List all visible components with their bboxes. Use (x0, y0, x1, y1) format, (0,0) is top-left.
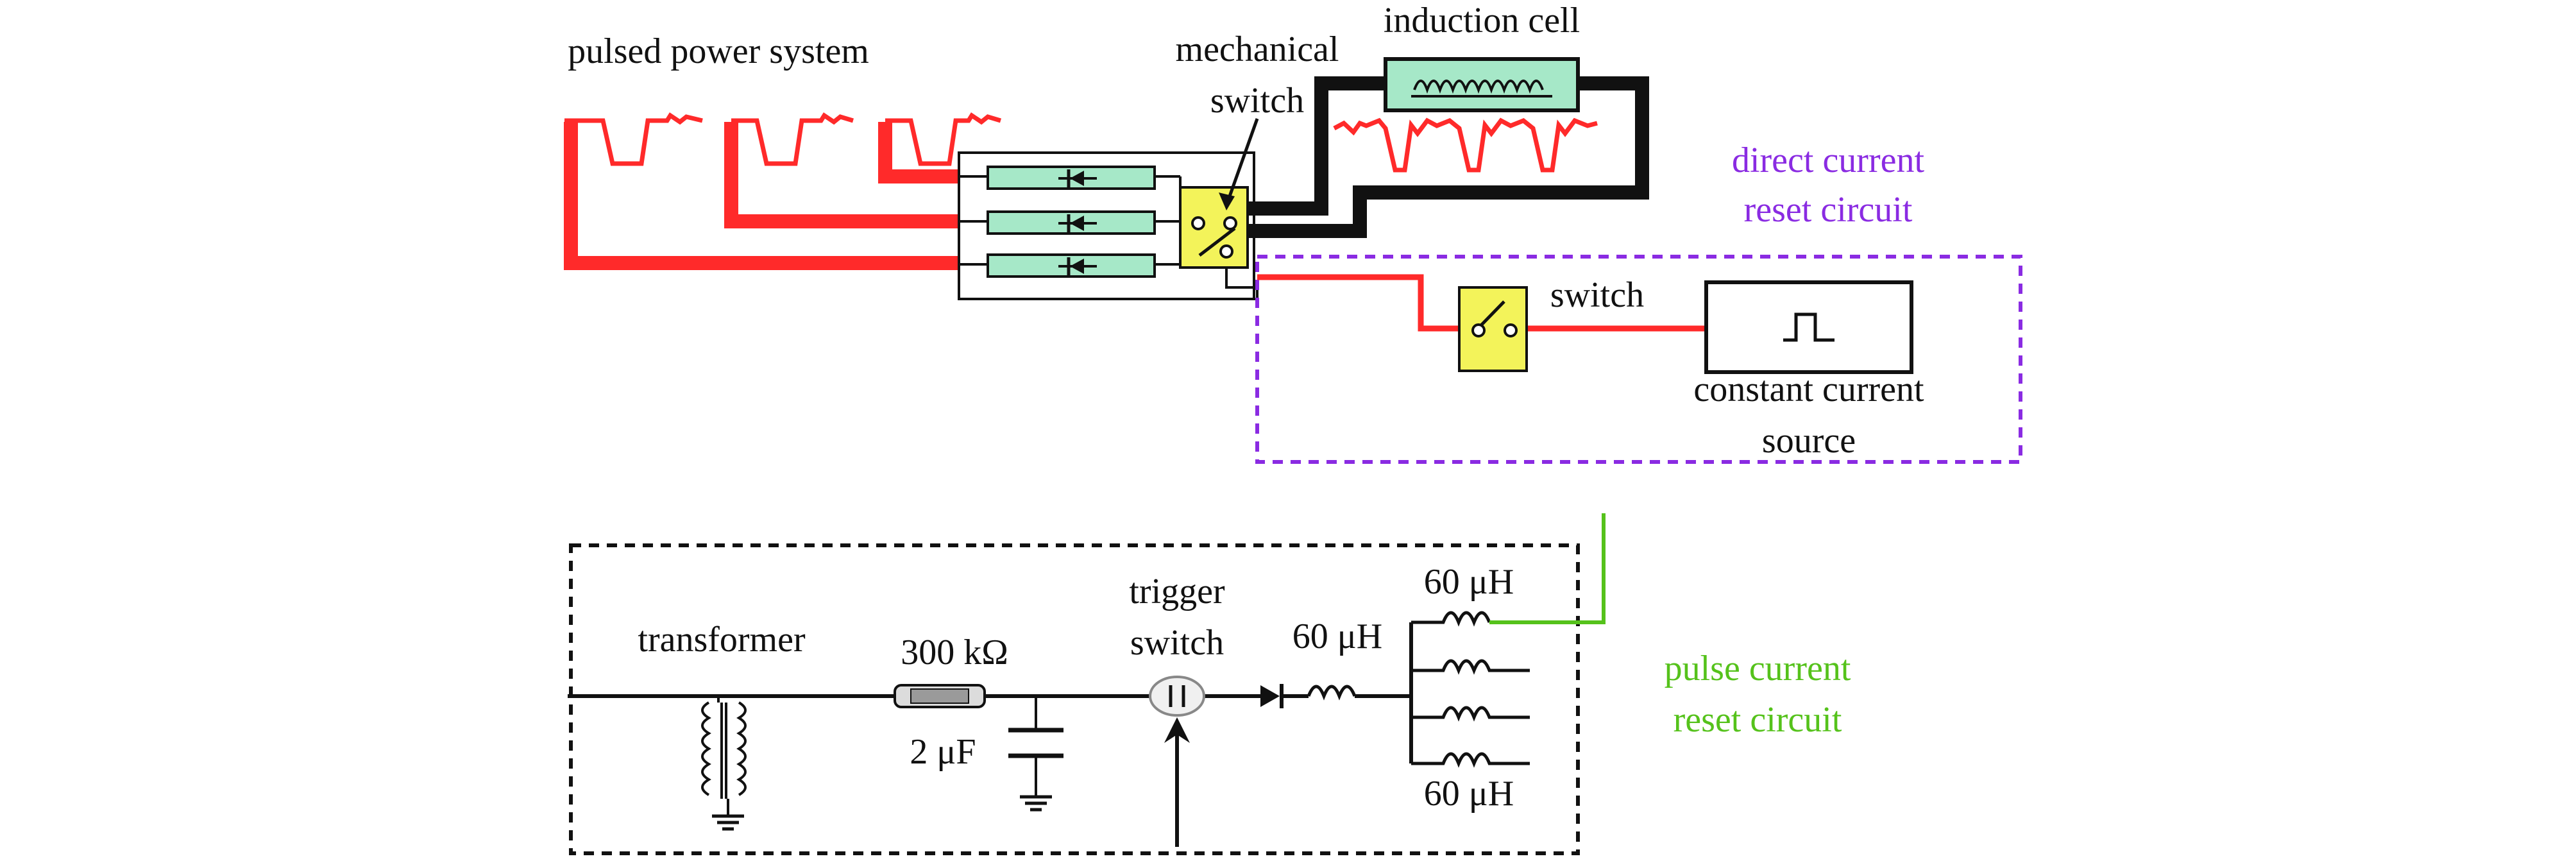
capacitor-label: 2 μF (910, 732, 976, 772)
diode-switch-box: mechanical switch (958, 30, 1339, 300)
main-loop-outer (1248, 76, 1385, 216)
transformer-icon (701, 696, 747, 815)
constant-current-source (1704, 280, 1913, 374)
dc-switch (1458, 286, 1528, 372)
dc-wire-left (1257, 274, 1459, 332)
transformer-label: transformer (638, 620, 806, 660)
pulse-waveform-3 (885, 112, 1002, 166)
pulse-reset-label-1: pulse current (1665, 649, 1851, 688)
constant-current-label-2: source (1762, 421, 1856, 461)
inductor-icon (1411, 80, 1552, 98)
inductor-series-label: 60 μH (1292, 617, 1382, 656)
pulse-waveform-1 (564, 112, 703, 166)
pulsed-power-system-label: pulsed power system (568, 31, 869, 71)
switch-icon (1471, 300, 1518, 337)
pulse-waveform-2 (731, 112, 854, 166)
pulse-wire-3 (878, 122, 959, 183)
diode-rail-3 (959, 253, 1180, 278)
constant-current-label-1: constant current (1693, 370, 1924, 409)
trigger-switch-icon (1149, 676, 1205, 847)
switch-dc-tap (1225, 268, 1258, 300)
inductor-bank-1 (1411, 611, 1491, 627)
dc-reset-label-1: direct current (1732, 141, 1924, 180)
inductor-bank-4 (1411, 752, 1530, 768)
mechanical-switch-label-1: mechanical (1176, 30, 1339, 69)
pulse-wire-1 (564, 122, 959, 270)
induction-cell-label: induction cell (1384, 1, 1580, 40)
diode-icon (1058, 214, 1097, 232)
induction-cell: induction cell (1248, 1, 1649, 238)
dc-reset-circuit: direct current reset circuit switch cons… (1255, 141, 2022, 464)
pulse-reset-link (1489, 513, 1606, 624)
diode-icon (1058, 169, 1097, 187)
pulse-reset-box (569, 543, 1580, 855)
trigger-switch-label-2: switch (1130, 623, 1224, 663)
mechanical-switch-label-2: switch (1210, 81, 1304, 121)
pulse-wire-2 (724, 122, 959, 228)
diode-rail-2 (959, 210, 1180, 235)
mechanical-switch (1179, 186, 1249, 269)
switch-icon (1191, 216, 1237, 259)
inductor-bottom-label: 60 μH (1424, 774, 1514, 814)
inductor-bank-3 (1411, 706, 1530, 722)
main-loop-top (1248, 76, 1649, 238)
diode-icon (1058, 257, 1097, 275)
cell-waveform (1333, 117, 1598, 173)
pulse-reset-label-2: reset circuit (1674, 700, 1842, 740)
dc-switch-label: switch (1550, 275, 1644, 315)
inductor-top-label: 60 μH (1424, 562, 1514, 602)
pulse-reset-circuit: transformer 300 kΩ 2 μF (568, 513, 1851, 855)
pulsed-power-system: pulsed power system (564, 31, 1002, 270)
mechanical-switch-pointer (1224, 118, 1259, 206)
inductor-bank-2 (1411, 659, 1530, 675)
trigger-switch-label-1: trigger (1129, 572, 1225, 611)
ground-icon (1020, 795, 1052, 812)
dc-reset-label-2: reset circuit (1744, 190, 1913, 230)
diode-icon (1260, 684, 1309, 708)
ground-icon (712, 814, 744, 831)
inductor-icon (1307, 685, 1411, 701)
resistor-icon (894, 684, 986, 708)
dc-reset-box (1255, 255, 2022, 464)
resistor-label: 300 kΩ (901, 633, 1008, 672)
capacitor-icon (1008, 696, 1063, 796)
diode-rail-1 (959, 166, 1180, 190)
step-waveform-icon (1783, 312, 1835, 342)
